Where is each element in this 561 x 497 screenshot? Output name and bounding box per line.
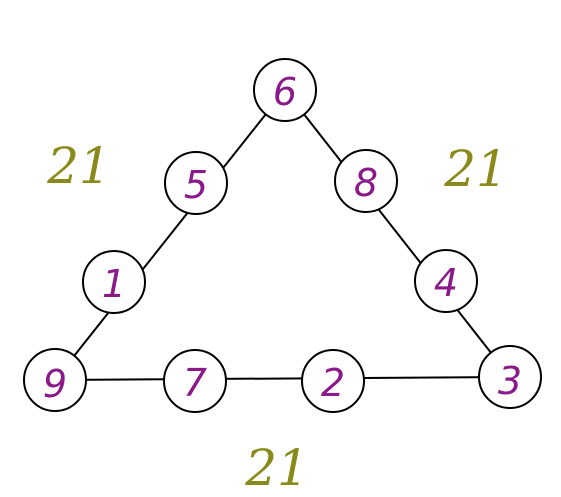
node-circle [82,250,146,314]
node-value: 1 [102,262,126,306]
node-value: 9 [43,362,67,406]
node-value: 6 [273,70,297,114]
node-top: 6 [253,58,317,122]
node-bottom-mid-right: 2 [301,349,365,413]
node-left-upper: 5 [164,151,228,215]
node-value: 2 [321,361,345,405]
node-value: 5 [184,163,208,207]
sum-bottom: 21 [244,439,309,497]
node-circle [163,349,227,413]
node-value: 8 [354,161,378,205]
node-circle [23,348,87,412]
node-circle [478,345,542,409]
edge-left [54,89,286,381]
node-value: 3 [498,359,522,403]
node-circle [334,149,398,213]
sum-left: 21 [46,137,111,195]
node-circle [301,349,365,413]
node-right-lower: 4 [414,249,478,313]
edge-bottom [54,376,511,381]
node-circle [253,58,317,122]
node-value: 4 [434,261,458,305]
triangle-edges [54,89,511,381]
node-circle [164,151,228,215]
edge-right [284,89,511,378]
node-value: 7 [183,361,207,405]
sum-right: 21 [443,140,508,198]
node-bottom-mid-left: 7 [163,349,227,413]
node-bottom-right: 3 [478,345,542,409]
node-left-lower: 1 [82,250,146,314]
node-circle [414,249,478,313]
node-right-upper: 8 [334,149,398,213]
node-bottom-left: 9 [23,348,87,412]
